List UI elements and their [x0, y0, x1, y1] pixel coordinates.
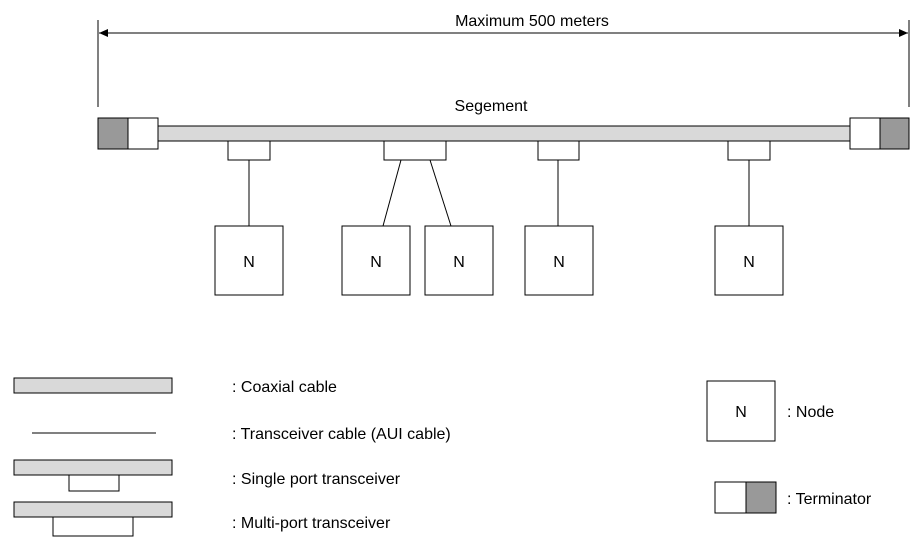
node-box: [214, 225, 284, 296]
legend-single-transceiver: [68, 474, 120, 492]
legend-terminator-cap: [745, 481, 777, 514]
node: N: [341, 225, 411, 296]
terminator-cap-left: [97, 117, 129, 150]
legend-node-letter: N: [735, 404, 747, 421]
node-box: [714, 225, 784, 296]
node-label: N: [553, 254, 565, 271]
node: N: [524, 225, 594, 296]
node: N: [214, 225, 284, 296]
legend-multi-transceiver: [52, 516, 134, 537]
node-box: [424, 225, 494, 296]
aui-cable: [382, 159, 402, 227]
multi-port-transceiver: [383, 140, 447, 161]
coaxial-cable: [157, 125, 851, 142]
node-label: N: [743, 254, 755, 271]
node-box: [524, 225, 594, 296]
legend-single-label: : Single port transceiver: [232, 471, 401, 488]
length-dimension: Maximum 500 meters: [97, 13, 910, 107]
terminator-cap-right: [879, 117, 910, 150]
segment-label: Segement: [455, 98, 528, 115]
node: N: [714, 225, 784, 296]
legend-coax-symbol: [13, 377, 173, 394]
legend-terminator-body: [714, 481, 747, 514]
terminator-right: [849, 117, 910, 150]
legend-coax-label: : Coaxial cable: [232, 379, 337, 396]
node-label: N: [243, 254, 255, 271]
legend-multi-label: : Multi-port transceiver: [232, 515, 391, 532]
aui-cable: [429, 159, 452, 227]
single-port-transceiver: [227, 140, 271, 161]
single-port-transceiver: [727, 140, 771, 161]
legend-single-coax: [13, 459, 173, 476]
legend-multi-coax: [13, 501, 173, 518]
legend-terminator-label: : Terminator: [787, 491, 872, 508]
span-label: Maximum 500 meters: [455, 13, 609, 30]
node-box: [341, 225, 411, 296]
legend-node-symbol: [706, 380, 776, 442]
terminator-body-left: [127, 117, 159, 150]
node: N: [424, 225, 494, 296]
node-label: N: [453, 254, 465, 271]
terminator-body-right: [849, 117, 881, 150]
legend-node-label: : Node: [787, 404, 834, 421]
legend: : Coaxial cable : Transceiver cable (AUI…: [13, 377, 872, 537]
single-port-transceiver: [537, 140, 580, 161]
legend-aui-label: : Transceiver cable (AUI cable): [232, 426, 451, 443]
terminator-left: [97, 117, 159, 150]
node-label: N: [370, 254, 382, 271]
